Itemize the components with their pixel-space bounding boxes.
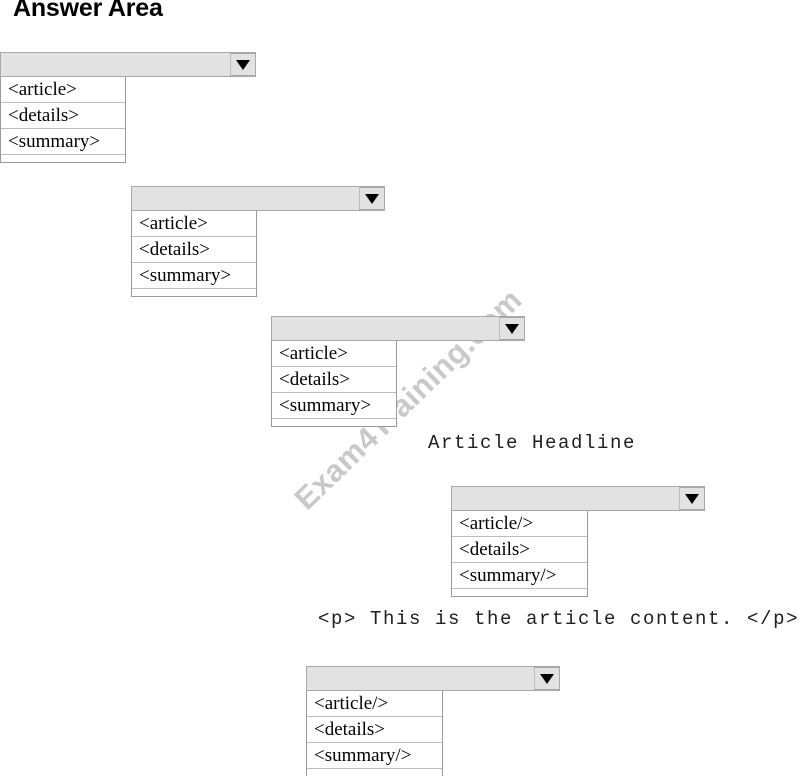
chevron-down-icon[interactable] <box>359 187 385 210</box>
dropdown-5-bar[interactable] <box>306 666 560 691</box>
article-headline-text: Article Headline <box>428 432 637 454</box>
chevron-down-icon[interactable] <box>499 317 525 340</box>
dropdown-5-selected-value[interactable] <box>307 667 534 690</box>
dropdown-4-option-1[interactable]: <details> <box>452 537 587 563</box>
dropdown-3-option-2[interactable]: <summary> <box>272 393 396 419</box>
dropdown-1-option-0[interactable]: <article> <box>1 77 125 103</box>
dropdown-5-option-list[interactable]: <article/> <details> <summary/> <box>306 690 443 776</box>
page-title: Answer Area <box>13 0 163 22</box>
dropdown-3-selected-value[interactable] <box>272 317 499 340</box>
dropdown-4-option-list[interactable]: <article/> <details> <summary/> <box>451 510 588 597</box>
dropdown-1-option-2[interactable]: <summary> <box>1 129 125 155</box>
dropdown-1-option-list[interactable]: <article> <details> <summary> <box>0 76 126 163</box>
dropdown-3-option-0[interactable]: <article> <box>272 341 396 367</box>
dropdown-1-option-1[interactable]: <details> <box>1 103 125 129</box>
dropdown-2[interactable]: <article> <details> <summary> <box>131 186 385 297</box>
dropdown-1[interactable]: <article> <details> <summary> <box>0 52 256 163</box>
dropdown-3[interactable]: <article> <details> <summary> <box>271 316 525 427</box>
chevron-down-icon[interactable] <box>230 53 256 76</box>
dropdown-2-option-2[interactable]: <summary> <box>132 263 256 289</box>
dropdown-4-option-2[interactable]: <summary/> <box>452 563 587 589</box>
dropdown-1-bar[interactable] <box>0 52 256 77</box>
dropdown-5[interactable]: <article/> <details> <summary/> <box>306 666 560 776</box>
dropdown-5-option-0[interactable]: <article/> <box>307 691 442 717</box>
dropdown-5-option-2[interactable]: <summary/> <box>307 743 442 769</box>
dropdown-3-option-list[interactable]: <article> <details> <summary> <box>271 340 397 427</box>
dropdown-5-option-1[interactable]: <details> <box>307 717 442 743</box>
dropdown-4-bar[interactable] <box>451 486 705 511</box>
dropdown-2-option-list[interactable]: <article> <details> <summary> <box>131 210 257 297</box>
dropdown-4[interactable]: <article/> <details> <summary/> <box>451 486 705 597</box>
chevron-down-icon[interactable] <box>679 487 705 510</box>
dropdown-2-option-1[interactable]: <details> <box>132 237 256 263</box>
dropdown-2-bar[interactable] <box>131 186 385 211</box>
dropdown-4-selected-value[interactable] <box>452 487 679 510</box>
dropdown-4-option-0[interactable]: <article/> <box>452 511 587 537</box>
dropdown-2-option-0[interactable]: <article> <box>132 211 256 237</box>
dropdown-3-bar[interactable] <box>271 316 525 341</box>
chevron-down-icon[interactable] <box>534 667 560 690</box>
dropdown-1-selected-value[interactable] <box>1 53 230 76</box>
article-paragraph-text: <p> This is the article content. </p> <box>318 608 800 630</box>
dropdown-3-option-1[interactable]: <details> <box>272 367 396 393</box>
dropdown-2-selected-value[interactable] <box>132 187 359 210</box>
